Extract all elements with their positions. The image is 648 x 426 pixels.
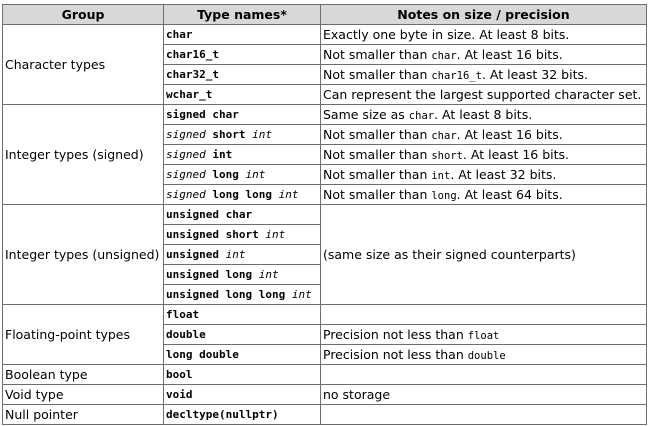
- type-cell: decltype(nullptr): [163, 404, 321, 425]
- note-cell: no storage: [320, 384, 647, 405]
- type-cell: unsigned short int: [163, 224, 321, 245]
- table-row: Floating-point types float: [2, 304, 647, 365]
- type-cell: char16_t: [163, 44, 321, 65]
- note-cell: Precision not less than double: [320, 344, 647, 365]
- note-cell-unsigned: (same size as their signed counterparts): [320, 204, 647, 305]
- note-cell: Exactly one byte in size. At least 8 bit…: [320, 24, 647, 45]
- note-cell: Can represent the largest supported char…: [320, 84, 647, 105]
- note-cell: Not smaller than long. At least 64 bits.: [320, 184, 647, 205]
- header-type-names: Type names*: [163, 4, 321, 25]
- group-cell-unsigned: Integer types (unsigned): [2, 204, 164, 305]
- group-cell-character: Character types: [2, 24, 164, 105]
- type-cell: unsigned char: [163, 204, 321, 225]
- header-notes: Notes on size / precision: [320, 4, 647, 25]
- type-cell: unsigned int: [163, 244, 321, 265]
- table-row: Integer types (unsigned) unsigned char (…: [2, 204, 647, 305]
- note-cell: Not smaller than char16_t. At least 32 b…: [320, 64, 647, 85]
- type-cell: wchar_t: [163, 84, 321, 105]
- header-row: Group Type names* Notes on size / precis…: [2, 4, 647, 25]
- table-row: long double Precision not less than doub…: [3, 344, 647, 365]
- group-cell-void: Void type: [2, 384, 164, 405]
- table-row: unsigned long int: [3, 264, 647, 285]
- table-row: Character types char Exactly one byte in…: [2, 24, 647, 105]
- table-row: signed long long int Not smaller than lo…: [3, 184, 647, 205]
- type-cell: unsigned long int: [163, 264, 321, 285]
- fundamental-types-table: Group Type names* Notes on size / precis…: [2, 4, 647, 425]
- table-row: unsigned long long int: [3, 284, 647, 305]
- type-cell: unsigned long long int: [163, 284, 321, 305]
- table-row: Null pointer decltype(nullptr): [2, 404, 647, 425]
- header-group: Group: [2, 4, 164, 25]
- type-cell: bool: [163, 364, 321, 385]
- type-cell: void: [163, 384, 321, 405]
- table-row: signed long int Not smaller than int. At…: [3, 164, 647, 185]
- type-cell: signed long long int: [163, 184, 321, 205]
- note-cell: Not smaller than char. At least 16 bits.: [320, 44, 647, 65]
- table-row: signed int Not smaller than short. At le…: [3, 144, 647, 165]
- note-cell: Precision not less than float: [320, 324, 647, 345]
- group-cell-floating: Floating-point types: [2, 304, 164, 365]
- note-cell: Not smaller than int. At least 32 bits.: [320, 164, 647, 185]
- note-cell: [320, 364, 647, 385]
- note-cell: [320, 404, 647, 425]
- table-row: Void type void no storage: [2, 384, 647, 405]
- type-cell: long double: [163, 344, 321, 365]
- type-cell: signed short int: [163, 124, 321, 145]
- type-cell: signed int: [163, 144, 321, 165]
- note-cell: [320, 304, 647, 325]
- type-cell: signed long int: [163, 164, 321, 185]
- type-cell: float: [163, 304, 321, 325]
- group-cell-null: Null pointer: [2, 404, 164, 425]
- table-row: Integer types (signed) signed char Same …: [2, 104, 647, 205]
- note-cell: Not smaller than short. At least 16 bits…: [320, 144, 647, 165]
- group-cell-boolean: Boolean type: [2, 364, 164, 385]
- table-row: Boolean type bool: [2, 364, 647, 385]
- type-cell: char: [163, 24, 321, 45]
- type-cell: signed char: [163, 104, 321, 125]
- group-cell-signed: Integer types (signed): [2, 104, 164, 205]
- note-cell: Same size as char. At least 8 bits.: [320, 104, 647, 125]
- type-cell: char32_t: [163, 64, 321, 85]
- table-row: signed short int Not smaller than char. …: [3, 124, 647, 145]
- type-cell: double: [163, 324, 321, 345]
- note-cell: Not smaller than char. At least 16 bits.: [320, 124, 647, 145]
